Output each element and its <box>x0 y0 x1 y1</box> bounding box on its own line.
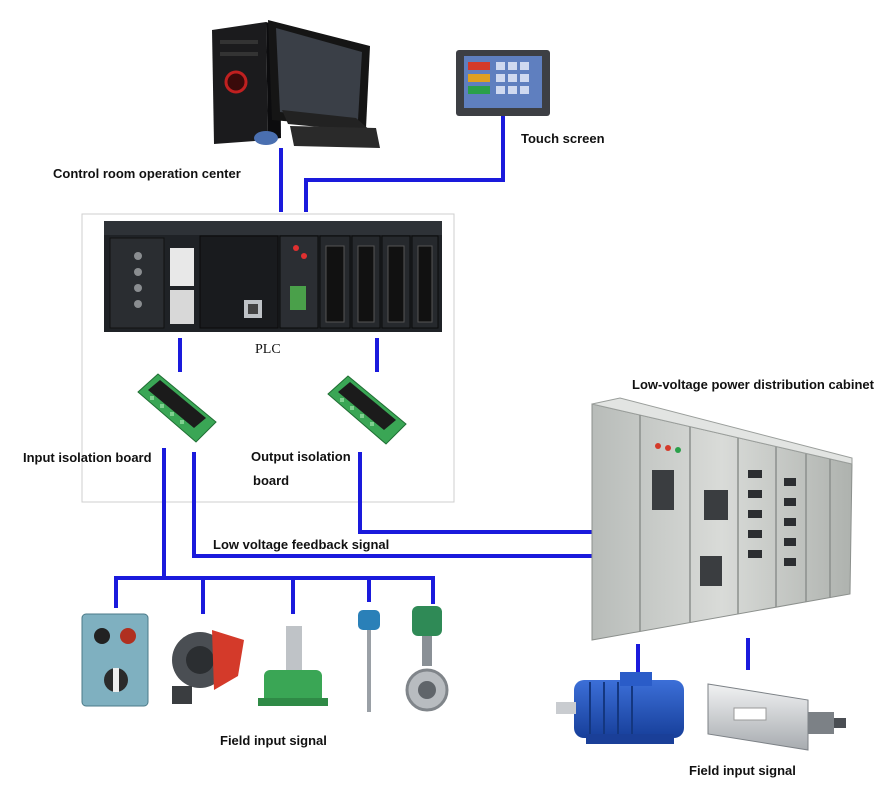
label-input-isolation-board: Input isolation board <box>23 450 152 465</box>
label-control-room: Control room operation center <box>53 166 241 181</box>
label-output-isolation-line1: Output isolation <box>251 449 351 464</box>
label-output-isolation-line2: board <box>253 473 290 488</box>
label-plc: PLC <box>255 342 281 357</box>
label-touch-screen: Touch screen <box>521 131 605 146</box>
field-device-control-box <box>81 613 149 707</box>
connection-lines <box>114 116 750 672</box>
touch-screen-to-plc-line <box>304 116 505 212</box>
power-distribution-cabinet <box>591 397 853 641</box>
field-device-electric-motor <box>556 672 684 744</box>
plc-enclosure-frame <box>81 213 455 503</box>
control-room-pc <box>212 20 380 148</box>
output-isolation-board <box>327 375 407 445</box>
plc-rack <box>104 221 442 332</box>
output-board-to-cabinet-line <box>358 452 592 534</box>
feedback-signal-line <box>192 452 592 558</box>
field-device-position-sensor <box>258 626 328 706</box>
field-device-pneumatic-cylinder <box>707 683 846 751</box>
label-field-input-left: Field input signal <box>220 733 327 748</box>
field-device-temperature-sensor <box>358 610 380 712</box>
label-power-cabinet: Low-voltage power distribution cabinet <box>632 377 874 392</box>
touch-screen-device <box>456 50 550 116</box>
input-isolation-board <box>137 373 217 443</box>
label-field-input-right: Field input signal <box>689 763 796 778</box>
field-device-flow-meter <box>405 606 449 712</box>
label-feedback-signal: Low voltage feedback signal <box>213 537 390 552</box>
field-device-pull-switch <box>172 630 244 704</box>
